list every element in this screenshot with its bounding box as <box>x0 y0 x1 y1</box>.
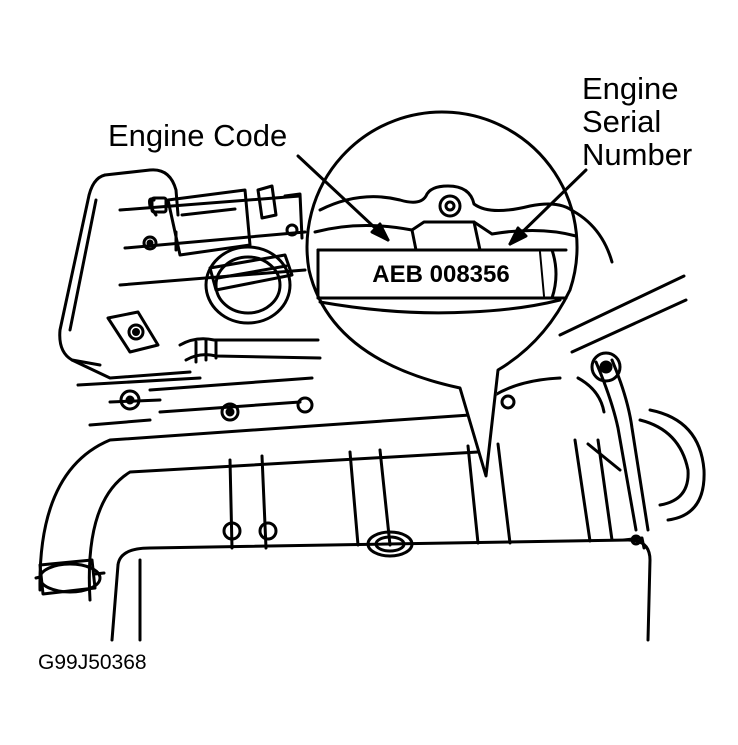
plate-text: AEB 008356 <box>372 261 509 288</box>
engine-block <box>34 168 706 642</box>
serial-label-line-2: Serial <box>582 104 662 139</box>
figure-id: G99J50368 <box>38 651 147 674</box>
serial-label-line-1: Engine <box>582 71 679 106</box>
serial-label-line-3: Number <box>582 137 693 172</box>
engine-serial-number-label: Engine Serial Number <box>582 72 692 171</box>
engine-code-label: Engine Code <box>108 118 288 153</box>
magnifier-callout: AEB 008356 <box>296 110 588 478</box>
